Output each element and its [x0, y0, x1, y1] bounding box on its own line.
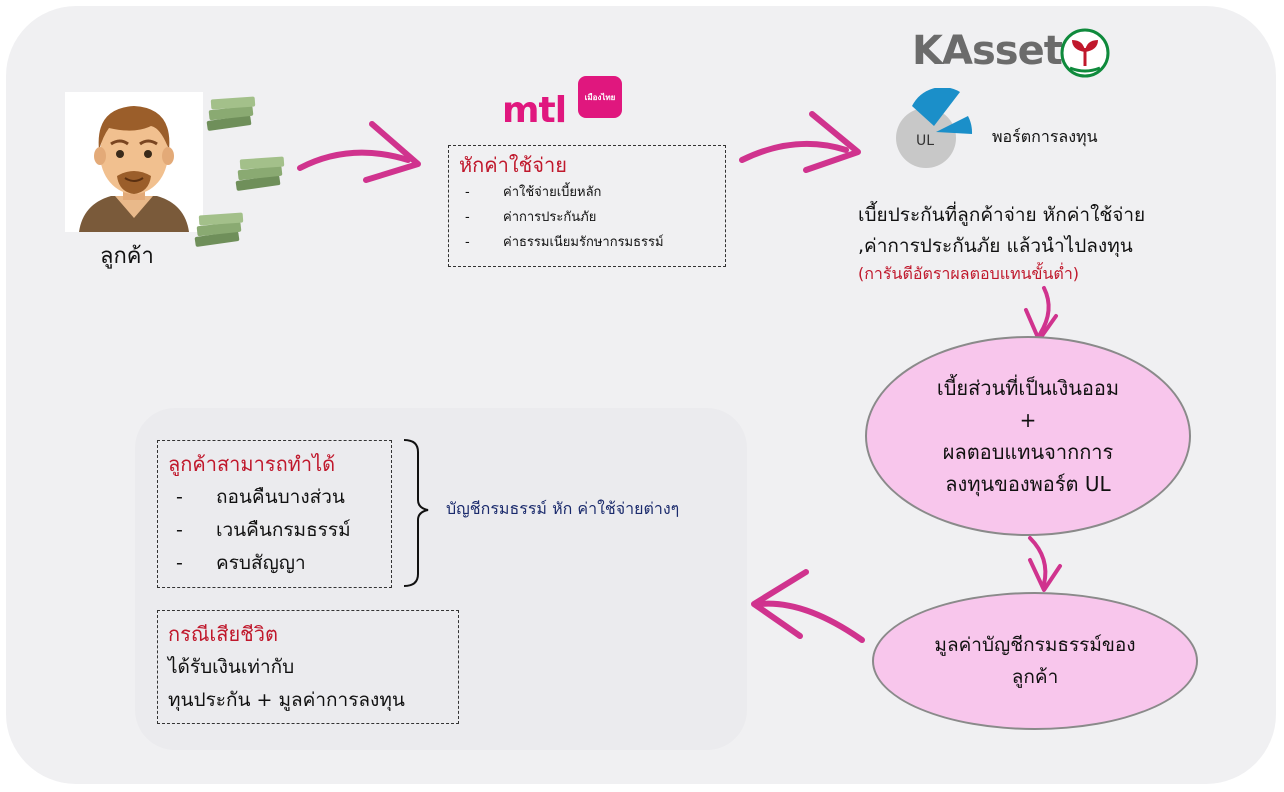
list-item: -ค่าการประกันภัย [465, 210, 597, 225]
kasikorn-leaf-icon [1060, 28, 1110, 78]
death-line-2: ทุนประกัน + มูลค่าการลงทุน [168, 689, 405, 711]
arrow-mtl-to-kasset [739, 111, 861, 173]
options-bracket [403, 439, 429, 587]
death-title: กรณีเสียชีวิต [168, 622, 278, 646]
customer-options-panel [135, 408, 747, 750]
arrow-savings-to-value [1028, 536, 1062, 592]
savings-ellipse: เบี้ยส่วนที่เป็นเงินออม + ผลตอบแทนจากการ… [865, 336, 1191, 536]
death-line-1: ได้รับเงินเท่ากับ [168, 656, 295, 678]
arrow-value-to-options [751, 569, 865, 643]
deduction-title: หักค่าใช้จ่าย [459, 153, 567, 177]
pie-label: UL [916, 133, 935, 149]
list-item: -ค่าธรรมเนียมรักษากรมธรรม์ [465, 235, 664, 250]
money-stack-icon [206, 96, 256, 131]
savings-line-2: + [1019, 408, 1037, 432]
customer-options-box: ลูกค้าสามารถทำได้ -ถอนคืนบางส่วน -เวนคืน… [157, 440, 392, 588]
kasset-logo-text: KAsset [912, 28, 1063, 74]
ul-portfolio-pie-icon [896, 88, 973, 168]
value-line-2: ลูกค้า [1011, 666, 1059, 688]
mtl-logo-text: mtl [502, 90, 567, 131]
kasset-description: เบี้ยประกันที่ลูกค้าจ่าย หักค่าใช้จ่าย ,… [858, 200, 1238, 286]
money-stack-icon [194, 212, 244, 247]
arrow-customer-to-mtl [297, 121, 421, 183]
account-note: บัญชีกรมธรรม์ หัก ค่าใช้จ่ายต่างๆ [446, 499, 680, 518]
money-stack-icon [235, 156, 285, 191]
customer-face-icon [79, 106, 189, 232]
guarantee-note: (การันตีอัตราผลตอบแทนขั้นต่ำ) [858, 264, 1080, 283]
mtl-logo-badge: เมืองไทย [578, 76, 622, 118]
list-item: -ถอนคืนบางส่วน [176, 486, 345, 508]
account-value-ellipse: มูลค่าบัญชีกรมธรรม์ของ ลูกค้า [872, 592, 1198, 730]
death-benefit-box: กรณีเสียชีวิต ได้รับเงินเท่ากับ ทุนประกั… [157, 610, 459, 724]
value-line-1: มูลค่าบัญชีกรมธรรม์ของ [934, 634, 1136, 656]
description-line-2: ,ค่าการประกันภัย แล้วนำไปลงทุน [858, 235, 1133, 257]
description-line-1: เบี้ยประกันที่ลูกค้าจ่าย หักค่าใช้จ่าย [858, 204, 1146, 226]
list-item: -เวนคืนกรมธรรม์ [176, 519, 351, 541]
customer-label: ลูกค้า [100, 244, 154, 269]
savings-line-4: ลงทุนของพอร์ต UL [945, 472, 1111, 496]
list-item: -ครบสัญญา [176, 552, 306, 574]
portfolio-label: พอร์ตการลงทุน [992, 127, 1098, 146]
savings-line-1: เบี้ยส่วนที่เป็นเงินออม [936, 376, 1120, 400]
savings-line-3: ผลตอบแทนจากการ [942, 440, 1114, 464]
options-title: ลูกค้าสามารถทำได้ [168, 452, 336, 476]
arrow-kasset-to-savings [1024, 286, 1058, 342]
list-item: -ค่าใช้จ่ายเบี้ยหลัก [465, 185, 602, 200]
mtl-deduction-box: หักค่าใช้จ่าย -ค่าใช้จ่ายเบี้ยหลัก -ค่าก… [448, 145, 726, 267]
customer-avatar [65, 92, 203, 232]
